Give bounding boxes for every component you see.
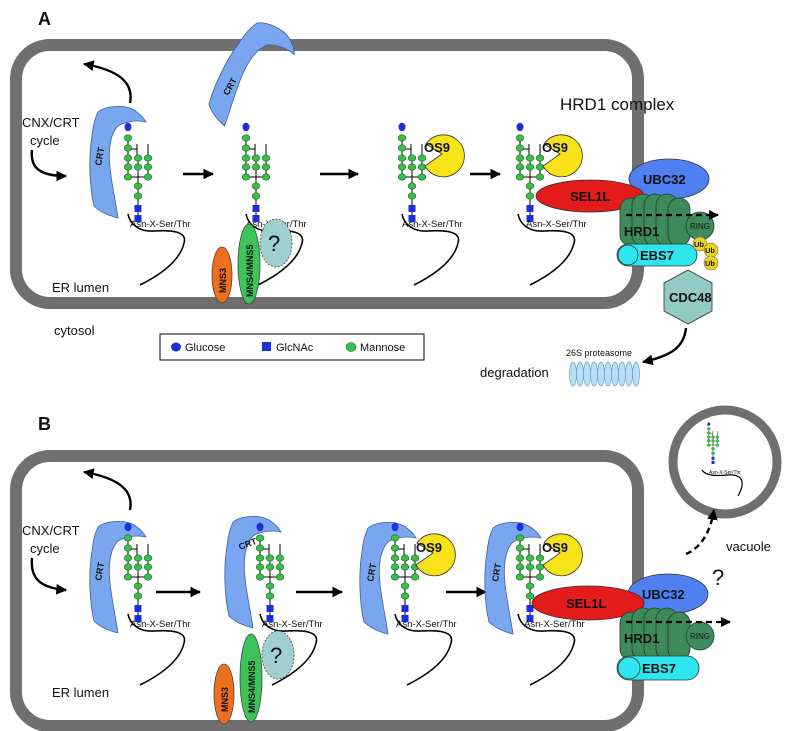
asn-motif-label: Asn-X-Ser/Thr	[402, 219, 463, 230]
panel-a-enter-arrow	[30, 149, 68, 182]
mns3-enzyme	[213, 663, 235, 725]
hrd1-label: HRD1	[624, 631, 659, 646]
er-lumen-label: ER lumen	[52, 280, 109, 295]
ubc32-label: UBC32	[643, 172, 686, 187]
unknown-factor-question: ?	[270, 643, 282, 668]
er-lumen-label: ER lumen	[52, 685, 109, 700]
ebs7-protein	[616, 243, 698, 267]
cdc48-label: CDC48	[669, 290, 712, 305]
mannose-icon	[345, 342, 357, 352]
mns45-label: MNS4/MNS5	[247, 660, 257, 713]
asn-motif-label: Asn-X-Ser/Thr	[526, 219, 587, 230]
sel1l-label: SEL1L	[566, 596, 607, 611]
panel-b-exit-arrow	[82, 468, 132, 511]
proteasome-26s	[569, 361, 640, 387]
ring-label: RING	[690, 632, 710, 641]
mns45-enzyme	[239, 633, 263, 723]
panel-b-label: B	[38, 414, 51, 434]
mns3-enzyme	[211, 246, 233, 304]
ebs7-cap	[617, 244, 639, 266]
legend-glcnac: GlcNAc	[276, 342, 314, 354]
glucose-icon	[171, 342, 181, 352]
sel1l-label: SEL1L	[570, 189, 611, 204]
ubc32-label: UBC32	[642, 587, 685, 602]
cdc48-hexamer	[663, 269, 713, 325]
panel-a-cycle-line2: cycle	[30, 133, 60, 148]
unknown-factor	[261, 630, 295, 680]
mns3-label: MNS3	[218, 268, 228, 293]
vacuole-membrane	[668, 405, 782, 519]
glycan-tree	[123, 122, 153, 223]
crt-label: CRT	[93, 561, 106, 581]
glycan-tree	[515, 122, 545, 223]
asn-motif-label: Asn-X-Ser/Thr	[130, 219, 191, 230]
glycan-tree	[397, 122, 427, 223]
ubiquitin-label: Ub	[705, 246, 715, 255]
glcnac-icon	[262, 342, 271, 351]
panel-a-cycle-line1: CNX/CRT	[22, 115, 80, 130]
mns3-label: MNS3	[220, 687, 230, 712]
proteasome-label: 26S proteasome	[566, 348, 632, 358]
ubiquitin	[703, 255, 719, 271]
os9-label: OS9	[424, 140, 450, 155]
legend: Glucose GlcNAc Mannose	[159, 333, 425, 361]
glycan-tree	[706, 422, 720, 465]
cytosol-label: cytosol	[54, 323, 95, 338]
os9-label: OS9	[416, 540, 442, 555]
degradation-label: degradation	[480, 365, 549, 380]
os9-label: OS9	[542, 540, 568, 555]
hrd1-label: HRD1	[624, 224, 659, 239]
ubiquitin-label: Ub	[705, 259, 715, 268]
crt-protein	[199, 13, 303, 140]
legend-glucose: Glucose	[185, 342, 225, 354]
panel-a-label: A	[38, 9, 51, 29]
unknown-factor	[259, 218, 293, 268]
degradation-arrow	[641, 327, 688, 366]
ubiquitin-label: Ub	[694, 240, 704, 249]
crt-label: CRT	[365, 562, 378, 582]
asn-motif-label: Asn-X-Ser/Thr	[709, 470, 741, 476]
asn-motif-label: Asn-X-Ser/Thr	[396, 619, 457, 630]
panel-a-exit-arrow	[82, 60, 132, 104]
panel-b-enter-arrow	[30, 557, 68, 595]
asn-motif-label: Asn-X-Ser/Thr	[524, 619, 585, 630]
glycan-tree	[241, 122, 271, 223]
ebs7-label: EBS7	[642, 661, 676, 676]
glycan-tree	[123, 522, 153, 623]
crt-label: CRT	[490, 562, 503, 582]
legend-mannose: Mannose	[360, 342, 405, 354]
panel-b-cycle-line2: cycle	[30, 541, 60, 556]
ebs7-label: EBS7	[640, 248, 674, 263]
vacuole-question: ?	[712, 565, 724, 590]
os9-label: OS9	[542, 140, 568, 155]
vacuole-label: vacuole	[726, 539, 771, 554]
mns45-enzyme	[237, 223, 261, 305]
ebs7-cap	[617, 656, 641, 680]
unknown-factor-question: ?	[268, 231, 280, 256]
asn-motif-label: Asn-X-Ser/Thr	[130, 619, 191, 630]
ring-label: RING	[690, 222, 710, 231]
vacuole-transport-arrow	[685, 508, 718, 556]
sel1l-protein	[531, 585, 645, 621]
asn-motif-label: Asn-X-Ser/Thr	[262, 619, 323, 630]
protein-chain	[701, 469, 743, 497]
hrd1-complex-title: HRD1 complex	[560, 95, 675, 114]
mns45-label: MNS4/MNS5	[245, 244, 255, 297]
crt-label: CRT	[93, 146, 106, 166]
glycan-tree	[255, 522, 285, 623]
panel-b-cycle-line1: CNX/CRT	[22, 523, 80, 538]
